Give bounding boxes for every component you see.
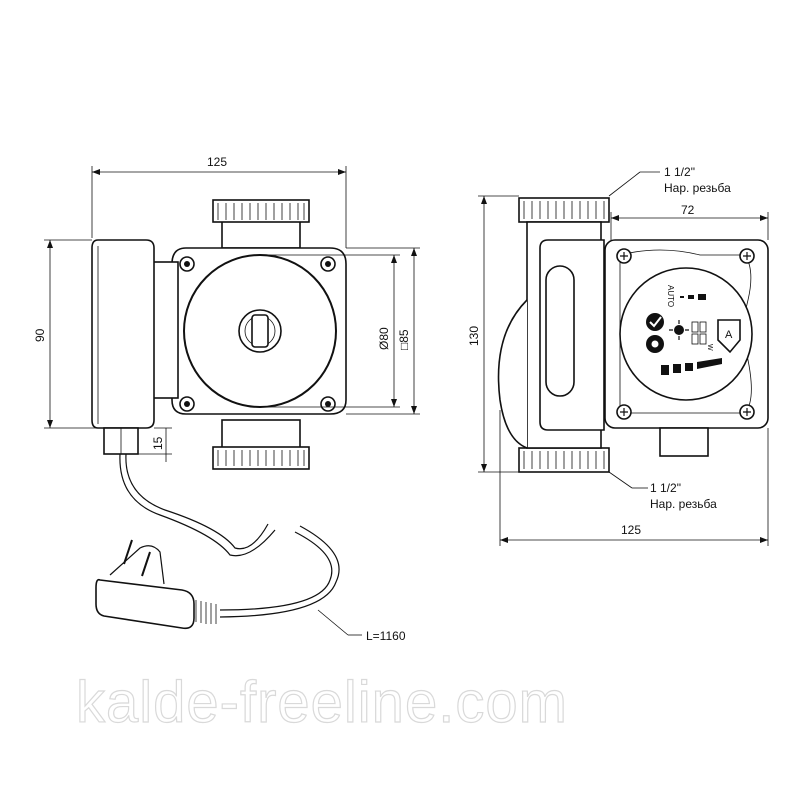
power-cable [119,453,340,624]
head-window [545,265,575,397]
auto-label: AUTO [666,285,675,307]
watermark: kalde-freeline.com [76,670,568,735]
vent-plug-slot [251,314,269,348]
volute [497,299,528,449]
speed-level-bars [661,358,722,375]
control-box-screws [616,248,755,420]
mode-button [717,319,741,354]
auto-speed-bars [680,294,706,300]
housing-screws [179,256,336,412]
front-top-thread [212,199,310,223]
motor-body [91,239,155,429]
sun-icon [674,325,684,335]
side-view: AUTO A W [497,197,769,473]
front-bottom-thread [212,446,310,470]
display-digit-2 [699,321,707,333]
dim-side-total-width: 125 [621,523,641,537]
thread-bottom-size: 1 1/2" [650,481,681,495]
dim-square: □85 [397,329,411,350]
thread-top-size: 1 1/2" [664,165,695,179]
thread-bottom-label: Нар. резьба [650,497,717,511]
dim-terminal-offset: 15 [151,436,165,450]
side-terminal [659,427,709,457]
display-digit-1 [691,321,699,333]
thread-top-label: Нар. резьба [664,181,731,195]
front-top-pipe [221,217,301,249]
control-panel [619,267,753,401]
dim-front-height: 90 [33,328,47,342]
dimension-lines [44,166,769,636]
dim-side-box-width: 72 [681,203,695,217]
check-icon [646,313,664,331]
dim-side-height: 130 [467,326,481,346]
unit-label: W [706,344,713,351]
dim-diameter: Ø80 [377,327,391,350]
front-view [91,199,347,470]
front-bottom-pipe [221,419,301,451]
mode-label: A [725,329,733,341]
dim-front-width: 125 [207,155,227,169]
dim-cable-length: L=1160 [366,629,406,643]
power-plug [95,539,195,630]
